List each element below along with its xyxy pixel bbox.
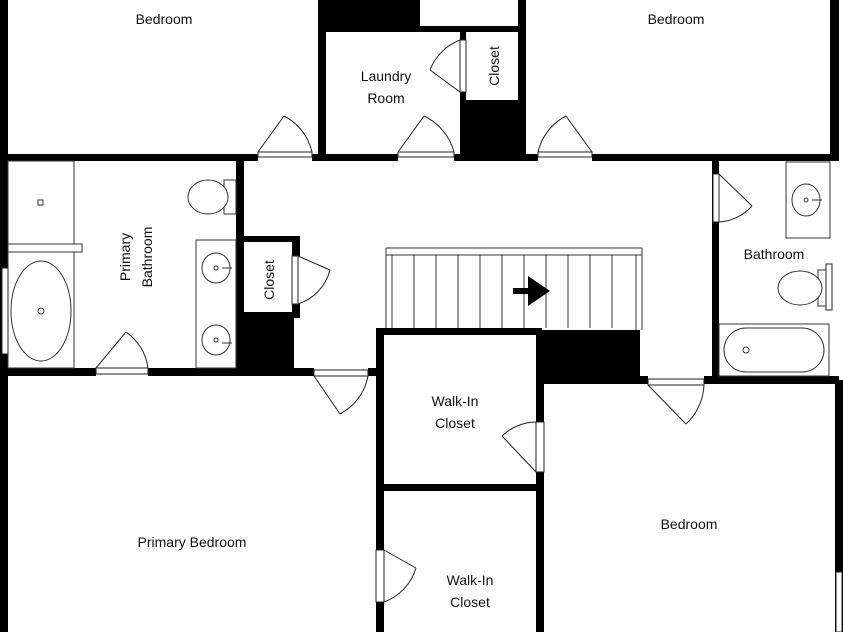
counter-ledge bbox=[7, 243, 83, 253]
room-labels: Bedroom Bedroom Laundry Room Closet Prim… bbox=[117, 11, 804, 610]
doors bbox=[1, 39, 843, 632]
room-label-walkin-lower-line2: Closet bbox=[450, 594, 490, 610]
room-label-primary-bedroom: Primary Bedroom bbox=[138, 534, 247, 550]
room-label-bedroom-top-left: Bedroom bbox=[136, 11, 193, 27]
room-label-closet-hall: Closet bbox=[261, 260, 277, 300]
door-swing-icon bbox=[429, 39, 467, 93]
fixtures bbox=[7, 160, 831, 377]
room-label-primary-bath-line2: Bathroom bbox=[139, 227, 155, 288]
door-swing-icon bbox=[647, 378, 705, 425]
room-label-walkin-upper-line1: Walk-In bbox=[432, 393, 479, 409]
door-swing-icon bbox=[397, 115, 455, 158]
door-swing-icon bbox=[712, 173, 753, 223]
staircase bbox=[385, 247, 643, 330]
arrow-right-icon bbox=[513, 276, 550, 306]
room-label-walkin-upper-line2: Closet bbox=[435, 415, 475, 431]
door-swing-icon bbox=[313, 369, 369, 415]
room-label-bedroom-lower-right: Bedroom bbox=[661, 516, 718, 532]
room-label-laundry-line2: Room bbox=[367, 90, 404, 106]
room-label-walkin-lower-line1: Walk-In bbox=[447, 572, 494, 588]
door-swing-icon bbox=[291, 255, 331, 305]
room-label-laundry-line1: Laundry bbox=[361, 68, 412, 84]
door-swing-icon bbox=[501, 421, 545, 473]
room-label-bedroom-top-right: Bedroom bbox=[648, 11, 705, 27]
door-swing-icon bbox=[375, 549, 417, 603]
room-label-bathroom: Bathroom bbox=[744, 246, 805, 262]
room-label-closet-laundry: Closet bbox=[486, 46, 502, 86]
door-swing-icon bbox=[95, 331, 149, 375]
room-label-primary-bath-line1: Primary bbox=[117, 233, 133, 281]
door-swing-icon bbox=[537, 115, 593, 158]
door-swing-icon bbox=[257, 115, 313, 158]
